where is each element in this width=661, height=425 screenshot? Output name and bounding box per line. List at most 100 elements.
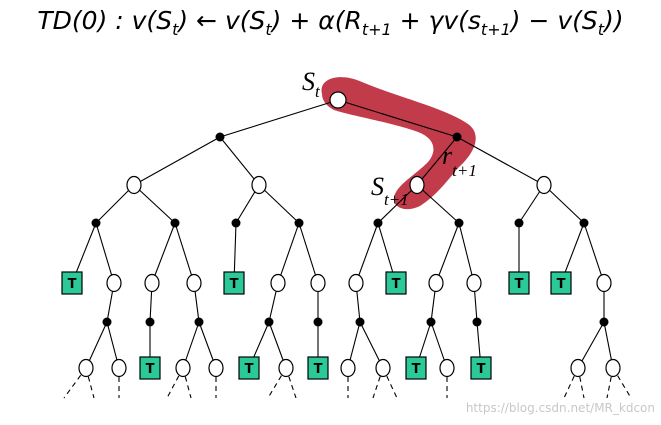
state-node [439,358,455,378]
tree-edge [277,222,300,284]
state-node [605,358,621,378]
action-node [264,317,274,327]
dashed-continuation-edge [166,367,184,399]
terminal-node: T [385,271,407,295]
state-node [340,358,356,378]
tree-edge [258,184,300,224]
action-node [452,132,462,142]
action-node [91,218,101,228]
terminal-node-label: T [412,362,421,377]
td0-update-formula: TD(0) : v(St) ← v(St) + α(Rt+1 + γv(st+1… [37,6,624,39]
dashed-continuation-edge [267,367,287,399]
state-label-st1: St+1 [371,172,409,209]
tree-edge [416,136,458,186]
terminal-node: T [550,271,572,295]
state-label-st: St [302,67,321,101]
state-node [278,358,294,378]
state-node [466,273,482,293]
action-node [313,317,323,327]
state-node [175,358,191,378]
terminal-node-label: T [146,362,155,377]
action-node [145,317,155,327]
tree-edge [133,184,176,224]
terminal-node-label: T [230,277,239,292]
tree-edge [151,222,176,284]
state-node [596,273,612,293]
tree-nodes: T T T T T T T T T T [61,91,621,380]
state-node [375,358,391,378]
state-node [186,273,202,293]
state-node [536,175,552,195]
tree-edge [416,184,460,224]
td-backup-highlight [321,77,476,210]
terminal-node: T [139,356,161,380]
terminal-node: T [470,356,492,380]
tree-edge [583,222,605,284]
reward-label: rt+1 [442,141,477,180]
tree-edges [63,99,632,399]
tree-edge [95,184,135,224]
state-node [348,273,364,293]
terminal-node: T [508,271,530,295]
state-node [428,273,444,293]
action-node [579,218,589,228]
action-node [355,317,365,327]
terminal-node-label: T [477,362,486,377]
action-node [472,317,482,327]
tree-edge [219,136,260,186]
action-node [373,218,383,228]
terminal-node-label: T [314,362,323,377]
action-node [599,317,609,327]
state-node [126,175,142,195]
tree-edge [133,136,221,186]
action-node [102,317,112,327]
terminal-node-label: T [515,277,524,292]
state-node [106,273,122,293]
root-state-node [329,91,347,109]
tree-edge [577,321,605,369]
watermark: https://blog.csdn.net/MR_kdcon [465,401,655,415]
tree-edge [355,222,379,284]
tree-edge [377,184,418,224]
tree-edge [458,222,475,284]
terminal-node-label: T [392,277,401,292]
action-node [231,218,241,228]
tree-edge [298,222,319,284]
state-node [270,273,286,293]
dashed-continuation-edge [63,367,87,399]
terminal-node-label: T [245,362,254,377]
state-node [208,358,224,378]
action-node [454,218,464,228]
dashed-continuation-edge [563,367,579,399]
state-node [409,175,425,195]
state-node [144,273,160,293]
terminal-node: T [61,271,83,295]
terminal-node: T [307,356,329,380]
tree-edge [95,222,115,284]
terminal-node: T [238,356,260,380]
tree-edge [174,222,195,284]
state-node [78,358,94,378]
tree-edge [456,136,545,186]
state-node [251,175,267,195]
action-node [170,218,180,228]
state-node [570,358,586,378]
tree-edge [337,99,458,138]
action-node [194,317,204,327]
tree-edge [219,99,339,138]
terminal-node-label: T [68,277,77,292]
action-node [215,132,225,142]
state-node [310,273,326,293]
terminal-node-label: T [557,277,566,292]
tree-edge [435,222,460,284]
tree-edge [543,184,585,224]
dashed-continuation-edge [612,367,632,399]
action-node [514,218,524,228]
dashed-continuation-edge [382,367,398,399]
state-node [111,358,127,378]
terminal-node: T [405,356,427,380]
action-node [426,317,436,327]
action-node [294,218,304,228]
terminal-node: T [223,271,245,295]
